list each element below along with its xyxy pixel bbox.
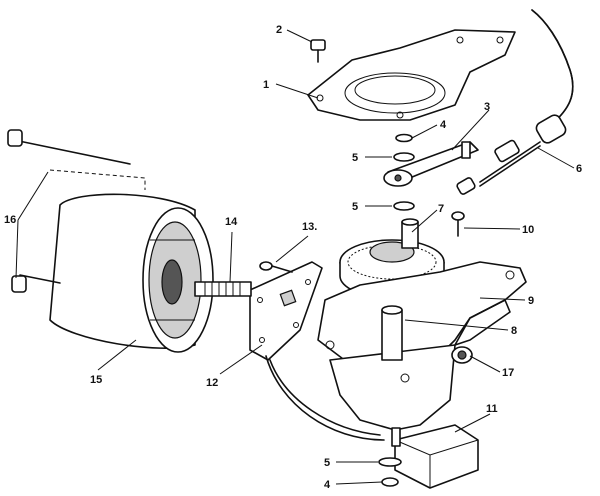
callout-7: 7 xyxy=(438,203,444,215)
callout-5b: 5 xyxy=(352,201,358,213)
callout-1: 1 xyxy=(263,79,269,91)
crank-arm xyxy=(383,141,479,187)
callout-14: 14 xyxy=(225,216,238,228)
callout-4b: 4 xyxy=(324,479,331,491)
callout-17: 17 xyxy=(502,367,514,379)
motor-body xyxy=(49,193,214,353)
mounting-plate xyxy=(249,261,323,361)
motor-wiring xyxy=(265,355,385,441)
callout-16: 16 xyxy=(4,214,16,226)
leader-lines xyxy=(15,29,575,485)
callout-10: 10 xyxy=(522,224,534,236)
callout-4a: 4 xyxy=(440,119,447,131)
cover-plate xyxy=(307,29,516,121)
callout-3: 3 xyxy=(484,101,490,113)
screw-small xyxy=(451,211,465,237)
callout-11: 11 xyxy=(486,403,498,415)
callout-2: 2 xyxy=(276,24,282,36)
callout-12: 12 xyxy=(206,377,218,389)
gearbox-housing xyxy=(317,261,527,431)
callout-labels: 1 2 3 4 5 5 6 7 8 9 10 11 12 13. 14 15 1… xyxy=(4,24,582,491)
through-bolts xyxy=(7,129,146,293)
terminal-block xyxy=(391,424,479,489)
washers-bottom xyxy=(378,457,402,487)
drive-cable xyxy=(456,9,574,195)
worm-shaft xyxy=(194,281,252,297)
callout-9: 9 xyxy=(528,295,534,307)
screw-13 xyxy=(259,261,293,273)
callout-5a: 5 xyxy=(352,152,358,164)
callout-5c: 5 xyxy=(324,457,330,469)
callout-15: 15 xyxy=(90,374,102,386)
callout-6: 6 xyxy=(576,163,582,175)
callout-13: 13. xyxy=(302,221,317,233)
callout-8: 8 xyxy=(511,325,517,337)
screw-top xyxy=(310,39,326,63)
